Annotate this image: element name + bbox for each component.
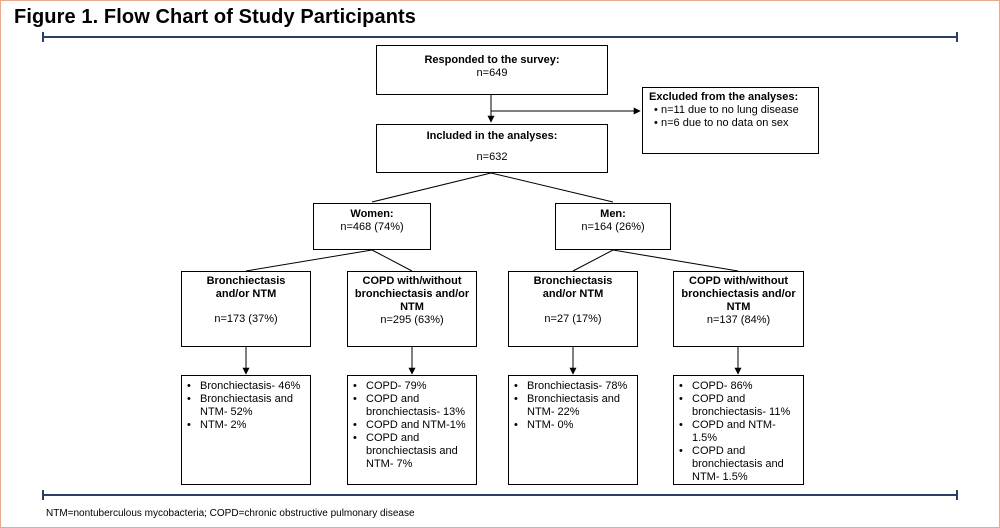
men-bronchiectasis-box: Bronchiectasis and/or NTM n=27 (17%): [508, 271, 638, 347]
included-box: Included in the analyses: n=632: [376, 124, 608, 173]
women-box: Women: n=468 (74%): [313, 203, 431, 250]
connector-men-to-bronch: [572, 249, 614, 272]
figure-title: Figure 1. Flow Chart of Study Participan…: [14, 6, 417, 28]
detail-item: COPD and NTM-1.5%: [674, 419, 803, 445]
connector-women-to-copd: [371, 249, 413, 272]
responded-title: Responded to the survey:: [424, 54, 560, 66]
included-count: n=632: [476, 151, 508, 163]
women-count: n=468 (74%): [340, 221, 404, 233]
women-title: Women:: [350, 208, 394, 220]
women-bronchiectasis-title: Bronchiectasis and/or NTM: [206, 275, 286, 300]
men-copd-box: COPD with/without bronchiectasis and/or …: [673, 271, 804, 347]
detail-item: COPD- 86%: [674, 380, 803, 393]
detail-item: NTM- 0%: [509, 419, 637, 432]
women-copd-title: COPD with/without bronchiectasis and/or …: [354, 275, 470, 313]
men-bronchiectasis-detail-box: Bronchiectasis- 78% Bronchiectasis andNT…: [508, 375, 638, 485]
detail-item: NTM- 2%: [182, 419, 310, 432]
women-bronchiectasis-count: n=173 (37%): [214, 313, 278, 325]
included-title: Included in the analyses:: [426, 130, 558, 142]
bottom-rule: [42, 490, 958, 500]
excluded-title: Excluded from the analyses:: [649, 91, 799, 103]
men-copd-count: n=137 (84%): [706, 314, 771, 326]
footnote: NTM=nontuberculous mycobacteria; COPD=ch…: [46, 508, 415, 519]
connector-men-to-copd: [612, 249, 739, 272]
connector-women-to-bronch: [245, 249, 373, 272]
men-bronchiectasis-count: n=27 (17%): [544, 313, 602, 325]
women-copd-count: n=295 (63%): [380, 314, 444, 326]
women-bronchiectasis-box: Bronchiectasis and/or NTM n=173 (37%): [181, 271, 311, 347]
men-copd-title: COPD with/without bronchiectasis and/or …: [681, 275, 796, 313]
detail-item: COPD- 79%: [348, 380, 476, 393]
men-count: n=164 (26%): [581, 221, 645, 233]
women-copd-box: COPD with/without bronchiectasis and/or …: [347, 271, 477, 347]
women-bronchiectasis-detail-box: Bronchiectasis- 46% Bronchiectasis andNT…: [181, 375, 311, 485]
excluded-item: n=6 due to no data on sex: [649, 117, 812, 130]
detail-item: Bronchiectasis- 78%: [509, 380, 637, 393]
responded-box: Responded to the survey: n=649: [376, 45, 608, 95]
men-title: Men:: [600, 208, 626, 220]
connector-included-to-men: [490, 172, 614, 203]
detail-item: Bronchiectasis- 46%: [182, 380, 310, 393]
excluded-item: n=11 due to no lung disease: [649, 104, 812, 117]
detail-item: COPD and NTM-1%: [348, 419, 476, 432]
connector-included-to-women: [371, 172, 492, 203]
men-box: Men: n=164 (26%): [555, 203, 671, 250]
top-rule: [42, 32, 958, 42]
excluded-box: Excluded from the analyses: n=11 due to …: [642, 87, 819, 154]
responded-count: n=649: [476, 67, 508, 79]
men-bronchiectasis-title: Bronchiectasis and/or NTM: [533, 275, 613, 300]
